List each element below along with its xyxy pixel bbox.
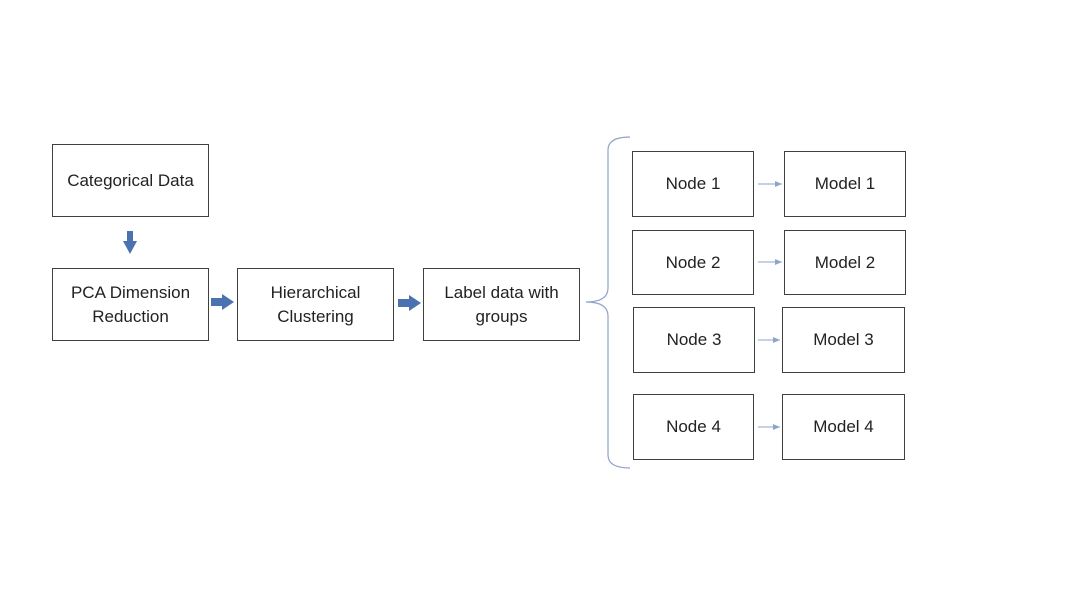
- pca-label: PCA Dimension Reduction: [70, 282, 191, 326]
- node-1-box: Node 1: [632, 151, 754, 217]
- node-2-box: Node 2: [632, 230, 754, 295]
- arrow-clustering-to-label: [398, 295, 421, 311]
- model-4-label: Model 4: [813, 417, 874, 436]
- model-1-box: Model 1: [784, 151, 906, 217]
- model-2-box: Model 2: [784, 230, 906, 295]
- categorical-data-box: Categorical Data: [52, 144, 209, 217]
- node-2-label: Node 2: [665, 252, 721, 272]
- model-2-label: Model 2: [814, 252, 876, 272]
- arrow-pca-to-clustering: [211, 294, 234, 310]
- clustering-label: Hierarchical Clustering: [270, 282, 361, 326]
- model-3-box: Model 3: [782, 307, 905, 373]
- node-3-box: Node 3: [633, 307, 755, 373]
- group-brace: [585, 136, 631, 469]
- arrow-categorical-to-pca: [123, 231, 137, 254]
- node-4-box: Node 4: [633, 394, 754, 460]
- node-3-label: Node 3: [666, 330, 722, 349]
- label-data-label: Label data with groups: [444, 282, 559, 326]
- node-4-label: Node 4: [666, 417, 721, 436]
- node-1-label: Node 1: [665, 174, 721, 193]
- pca-box: PCA Dimension Reduction: [52, 268, 209, 341]
- model-3-label: Model 3: [813, 330, 874, 349]
- model-1-label: Model 1: [814, 174, 876, 193]
- label-data-box: Label data with groups: [423, 268, 580, 341]
- clustering-box: Hierarchical Clustering: [237, 268, 394, 341]
- categorical-data-label: Categorical Data: [67, 170, 194, 190]
- model-4-box: Model 4: [782, 394, 905, 460]
